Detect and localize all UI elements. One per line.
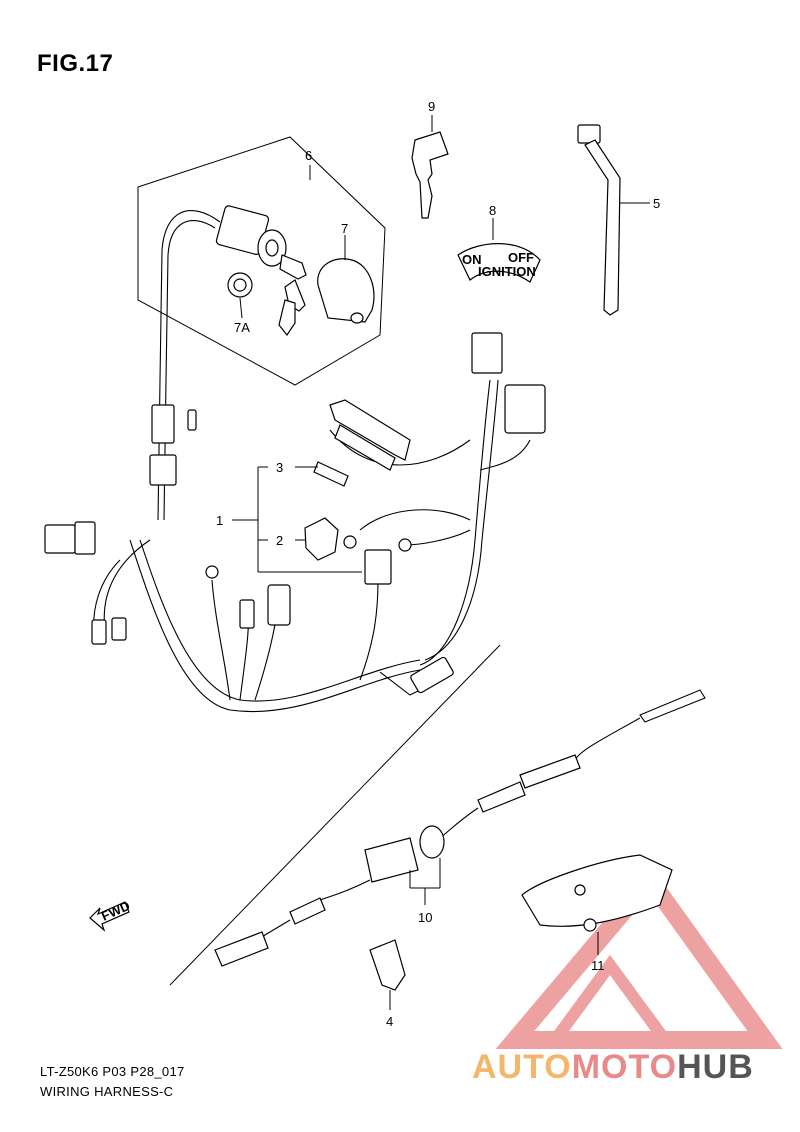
callout-10: 10 [418,910,432,925]
watermark-moto: MOTO [571,1048,678,1086]
label-on: ON [462,252,482,267]
footer-model-code: LT-Z50K6 P03 P28_017 [40,1064,185,1079]
ignition-group-box [137,136,386,386]
callout-2: 2 [276,533,283,548]
callout-4: 4 [386,1014,393,1029]
callout-9: 9 [428,99,435,114]
cable-clamp [369,939,406,1010]
figure-title: FIG.17 [37,50,114,77]
label-ignition: IGNITION [478,264,536,279]
callout-11: 11 [591,958,605,973]
ignition-key [411,115,449,219]
switch-cap [317,235,375,324]
watermark-hub: HUB [677,1048,754,1086]
forward-arrow-icon: FWD [89,898,132,932]
switch-nut [227,272,253,319]
watermark-logo [495,865,783,1049]
callout-3: 3 [276,460,283,475]
watermark-text: AUTOMOTOHUB [472,1048,754,1087]
footer-section-title: WIRING HARNESS-C [40,1084,174,1099]
fuse-assembly-bracket [232,466,362,573]
ignition-label-plate: ON OFF IGNITION [457,218,541,283]
callout-8: 8 [489,203,496,218]
fwd-label: FWD [99,898,132,924]
callout-7a: 7A [234,320,250,335]
separator-line [169,644,501,986]
callout-1: 1 [216,513,223,528]
watermark-auto: AUTO [472,1048,572,1086]
fuse [313,461,349,487]
callout-6: 6 [305,148,312,163]
cable-tie [577,124,650,316]
fuse-holder [329,399,411,471]
footer: LT-Z50K6 P03 P28_017 WIRING HARNESS-C [40,1062,185,1102]
callout-5: 5 [653,196,660,211]
protector-pad [521,854,673,955]
callout-7: 7 [341,221,348,236]
fuse-cap [304,517,339,561]
harness-connectors [44,332,546,694]
ignition-switch [159,205,307,381]
label-off: OFF [508,250,534,265]
sensor-cable [214,689,706,967]
